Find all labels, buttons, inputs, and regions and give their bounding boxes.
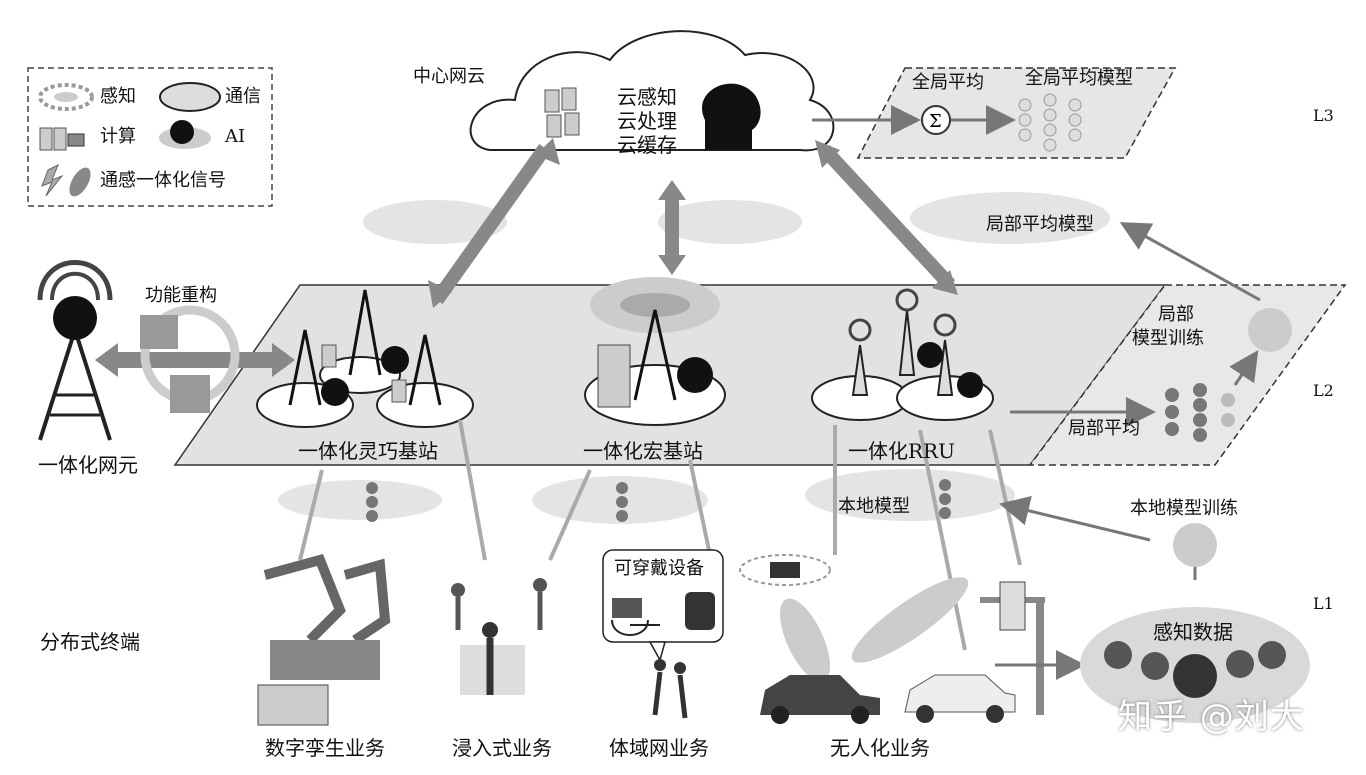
isac-signal-icon (41, 163, 91, 197)
traffic-light (980, 581, 1045, 715)
sense-data-label: 感知数据 (1153, 620, 1233, 644)
immersive-label: 浸入式业务 (452, 736, 552, 760)
legend-isac-label: 通感一体化信号 (100, 170, 226, 191)
sum-icon (921, 105, 951, 135)
communication-icon (159, 82, 221, 112)
watermark: 知乎 @刘大 (1118, 697, 1305, 737)
local-training-label: 本地模型训练 (1130, 498, 1238, 519)
legend-box (27, 67, 273, 207)
global-nn-icon (1018, 93, 1082, 152)
cars (760, 674, 1016, 724)
rru-label: 一体化RRU (848, 439, 955, 463)
body-area-label: 体域网业务 (609, 736, 709, 760)
layer-l2-label: L2 (1313, 381, 1334, 400)
layer-l3-label: L3 (1313, 106, 1334, 125)
global-panel (856, 67, 1177, 159)
local-model-label: 本地模型 (838, 496, 910, 517)
wearable-bubble (602, 549, 724, 662)
layer-l1-label: L1 (1313, 594, 1334, 613)
computing-icon (39, 127, 85, 151)
cloud-title: 中心网云 (413, 66, 485, 87)
partial-nn-icon (1165, 383, 1235, 442)
legend-ai-label: AI (225, 126, 246, 147)
partial-training-head-icon (1248, 308, 1292, 352)
flexible-bs-label: 一体化灵巧基站 (298, 439, 438, 463)
unmanned-label: 无人化业务 (830, 736, 930, 760)
distributed-terminal-label: 分布式终端 (40, 630, 140, 654)
robot-arms (257, 554, 391, 726)
cloud-links (431, 143, 956, 305)
local-training-head-icon (1173, 523, 1217, 567)
data-icons (1104, 641, 1286, 698)
cloud-line-2: 云处理 (617, 109, 677, 133)
cloud-line-1: 云感知 (617, 85, 677, 109)
legend-computing-label: 计算 (100, 126, 136, 147)
cloud-line-3: 云缓存 (617, 133, 677, 157)
cloud-server-icon (544, 87, 580, 138)
partial-model-label: 局部平均模型 (986, 214, 1094, 235)
partial-training-label-2: 模型训练 (1132, 328, 1204, 349)
global-avg-label: 全局平均 (912, 72, 984, 93)
wearable-label: 可穿戴设备 (614, 558, 704, 579)
global-model-label: 全局平均模型 (1025, 68, 1133, 89)
legend-sensing-label: 感知 (100, 86, 136, 107)
walking-people (652, 659, 688, 719)
legend-communication-label: 通信 (225, 86, 261, 107)
ai-icon (159, 120, 211, 149)
digital-twin-label: 数字孪生业务 (265, 736, 385, 760)
partial-training-label-1: 局部 (1158, 304, 1194, 325)
network-element-tower (37, 260, 113, 441)
immersive-users (451, 578, 547, 695)
network-element-label: 一体化网元 (38, 453, 138, 477)
flexible-bs (256, 289, 474, 428)
cloud-ai-head-icon (701, 83, 761, 150)
macro-bs-label: 一体化宏基站 (583, 439, 703, 463)
svg-text:Σ: Σ (929, 111, 942, 132)
reconfig-label: 功能重构 (145, 285, 217, 306)
drone (739, 554, 831, 682)
rru (811, 288, 994, 421)
partial-avg-label: 局部平均 (1068, 418, 1140, 439)
sensing-icon (38, 83, 94, 111)
macro-bs (584, 277, 726, 426)
